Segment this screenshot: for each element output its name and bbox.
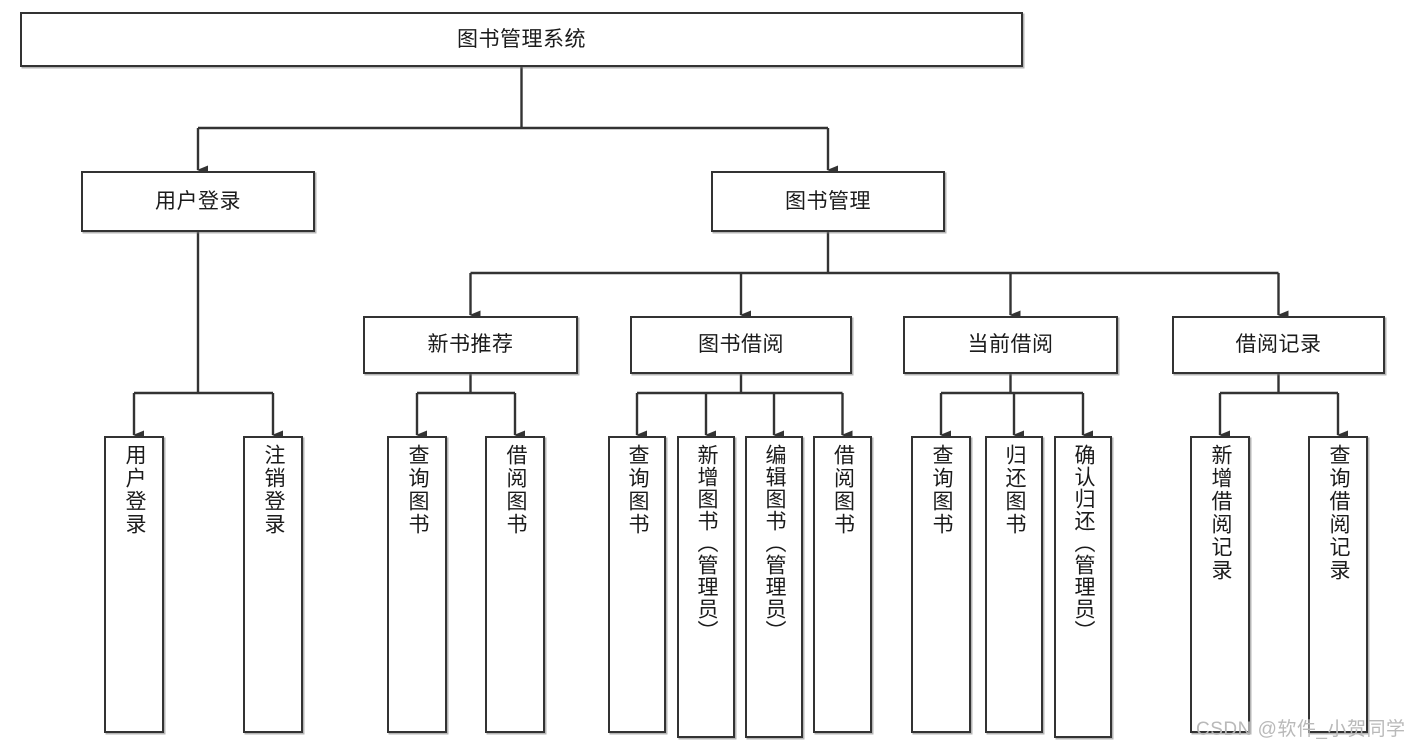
node-leaf-query-book-3[interactable]: 查询图书 bbox=[911, 436, 971, 733]
node-label: 编辑图书（管理员） bbox=[763, 444, 787, 642]
node-label: 图书管理 bbox=[785, 189, 871, 213]
node-leaf-add-log[interactable]: 新增借阅记录 bbox=[1190, 436, 1250, 733]
node-label: 借阅记录 bbox=[1235, 333, 1322, 357]
node-leaf-borrow-book-2[interactable]: 借阅图书 bbox=[813, 436, 872, 733]
node-leaf-query-log[interactable]: 查询借阅记录 bbox=[1308, 436, 1368, 733]
node-label: 新增借阅记录 bbox=[1209, 444, 1233, 582]
node-label: 查询图书 bbox=[626, 444, 650, 536]
node-leaf-add-book[interactable]: 新增图书（管理员） bbox=[677, 436, 735, 738]
node-user-login[interactable]: 用户登录 bbox=[81, 171, 315, 232]
node-root[interactable]: 图书管理系统 bbox=[20, 12, 1023, 67]
node-book-borrow[interactable]: 图书借阅 bbox=[630, 316, 852, 374]
node-leaf-confirm-ret[interactable]: 确认归还（管理员） bbox=[1054, 436, 1112, 738]
node-label: 确认归还（管理员） bbox=[1072, 444, 1096, 642]
node-label: 查询图书 bbox=[406, 444, 430, 536]
node-label: 借阅图书 bbox=[504, 444, 528, 536]
node-label: 归还图书 bbox=[1003, 444, 1027, 536]
node-leaf-borrow-book-1[interactable]: 借阅图书 bbox=[485, 436, 545, 733]
node-leaf-query-book-1[interactable]: 查询图书 bbox=[387, 436, 447, 733]
node-book-manage[interactable]: 图书管理 bbox=[711, 171, 945, 232]
node-label: 借阅图书 bbox=[831, 444, 855, 536]
node-label: 用户登录 bbox=[123, 444, 147, 536]
node-leaf-user-login[interactable]: 用户登录 bbox=[104, 436, 164, 733]
node-borrow-log[interactable]: 借阅记录 bbox=[1172, 316, 1385, 374]
node-cur-borrow[interactable]: 当前借阅 bbox=[903, 316, 1118, 374]
node-label: 查询图书 bbox=[930, 444, 954, 536]
node-label: 图书借阅 bbox=[698, 333, 784, 357]
node-label: 新书推荐 bbox=[427, 333, 514, 357]
node-leaf-return-book[interactable]: 归还图书 bbox=[985, 436, 1043, 733]
node-label: 当前借阅 bbox=[967, 333, 1054, 357]
node-leaf-edit-book[interactable]: 编辑图书（管理员） bbox=[745, 436, 803, 738]
node-leaf-query-book-2[interactable]: 查询图书 bbox=[608, 436, 666, 733]
node-new-book-rec[interactable]: 新书推荐 bbox=[363, 316, 578, 374]
node-label: 图书管理系统 bbox=[457, 27, 586, 51]
node-label: 注销登录 bbox=[262, 444, 286, 536]
node-label: 新增图书（管理员） bbox=[695, 444, 719, 642]
node-leaf-user-logout[interactable]: 注销登录 bbox=[243, 436, 303, 733]
node-label: 查询借阅记录 bbox=[1327, 444, 1351, 582]
node-label: 用户登录 bbox=[155, 189, 241, 213]
csdn-watermark: CSDN @软件_小贺同学 bbox=[1196, 719, 1405, 740]
